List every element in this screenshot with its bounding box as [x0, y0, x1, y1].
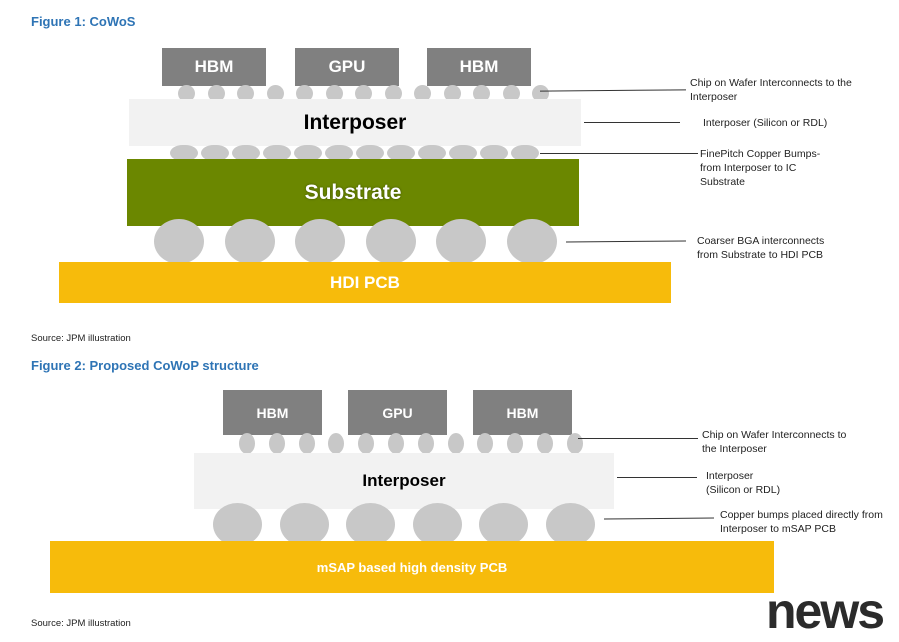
solder-bump — [477, 433, 494, 454]
solder-bump — [449, 145, 477, 161]
solder-bump — [545, 503, 595, 546]
figure1-annotation-bga: Coarser BGA interconnects from Substrate… — [697, 235, 825, 261]
solder-bump — [479, 503, 528, 546]
solder-bump — [268, 433, 285, 454]
solder-bump — [532, 85, 549, 102]
solder-bump — [295, 219, 345, 264]
figure1-chip-gpu: GPU — [295, 48, 399, 86]
figure1-leader-line — [584, 122, 680, 123]
solder-bump — [473, 85, 490, 102]
solder-bump — [279, 503, 329, 546]
solder-bump — [365, 219, 416, 264]
news-watermark-logo: news — [766, 583, 885, 639]
solder-bump — [325, 145, 353, 161]
solder-bump — [436, 219, 486, 264]
figure1-source: Source: JPM illustration — [31, 333, 131, 344]
figure2-leader-line — [578, 438, 698, 439]
solder-bump — [178, 85, 195, 102]
solder-bump — [387, 145, 415, 161]
solder-bump — [201, 145, 229, 161]
figure2-chip-hbm-left: HBM — [223, 390, 322, 435]
figure2-annotation-interposer: Interposer (Silicon or RDL) — [706, 470, 781, 496]
solder-bump — [443, 85, 461, 102]
solder-bump — [502, 85, 520, 102]
solder-bump — [358, 433, 375, 454]
solder-bump — [414, 85, 431, 102]
solder-bump — [325, 85, 343, 102]
solder-bump — [237, 85, 254, 102]
solder-bump — [207, 85, 225, 102]
figure1-chip-hbm-right: HBM — [427, 48, 531, 86]
solder-bump — [356, 145, 384, 161]
figure2-leader-line — [603, 517, 715, 520]
figure1-annotation-interposer: Interposer (Silicon or RDL) — [703, 117, 828, 129]
solder-bump — [328, 433, 345, 454]
solder-bump — [384, 85, 402, 102]
solder-bump — [537, 433, 553, 454]
figure1-leader-line — [565, 240, 687, 243]
solder-bump — [170, 145, 198, 161]
solder-bump — [154, 219, 204, 264]
solder-bump — [418, 145, 446, 161]
figure2-leader-line — [617, 477, 697, 478]
figure2-title: Figure 2: Proposed CoWoP structure — [31, 358, 259, 373]
solder-bump — [412, 503, 462, 546]
solder-bump — [506, 219, 557, 264]
solder-bump — [232, 145, 260, 161]
figure2-annotation-copper-bumps: Copper bumps placed directly from Interp… — [720, 509, 883, 535]
figure1-leader-line — [539, 89, 687, 92]
solder-bump — [480, 145, 508, 161]
figure2-msap-pcb: mSAP based high density PCB — [50, 541, 774, 593]
figure1-chip-hbm-left: HBM — [162, 48, 266, 86]
figure1-interposer: Interposer — [129, 99, 581, 146]
solder-bump — [346, 503, 395, 546]
figure1-leader-line — [540, 153, 698, 154]
figure2-interposer: Interposer — [194, 453, 614, 509]
figure1-annotation-fine-pitch: FinePitch Copper Bumps- from Interposer … — [700, 148, 821, 188]
figure2-annotation-chip-on-wafer: Chip on Wafer Interconnects to the Inter… — [702, 429, 847, 455]
solder-bump — [266, 85, 284, 102]
figure2-source: Source: JPM illustration — [31, 618, 131, 629]
solder-bump — [388, 433, 404, 454]
solder-bump — [296, 85, 313, 102]
figure2-chip-gpu: GPU — [348, 390, 447, 435]
figure1-annotation-chip-on-wafer: Chip on Wafer Interconnects to the Inter… — [690, 77, 852, 103]
solder-bump — [566, 433, 583, 454]
solder-bump — [213, 503, 262, 546]
solder-bump — [511, 145, 539, 161]
solder-bump — [447, 433, 464, 454]
solder-bump — [298, 433, 315, 454]
solder-bump — [417, 433, 434, 454]
figure2-chip-hbm-right: HBM — [473, 390, 572, 435]
solder-bump — [224, 219, 275, 264]
figure1-hdi-pcb: HDI PCB — [59, 262, 671, 303]
solder-bump — [294, 145, 322, 161]
figure1-substrate: Substrate — [127, 159, 579, 226]
solder-bump — [355, 85, 372, 102]
solder-bump — [239, 433, 255, 454]
solder-bump — [263, 145, 291, 161]
figure1-title: Figure 1: CoWoS — [31, 14, 136, 29]
solder-bump — [507, 433, 524, 454]
